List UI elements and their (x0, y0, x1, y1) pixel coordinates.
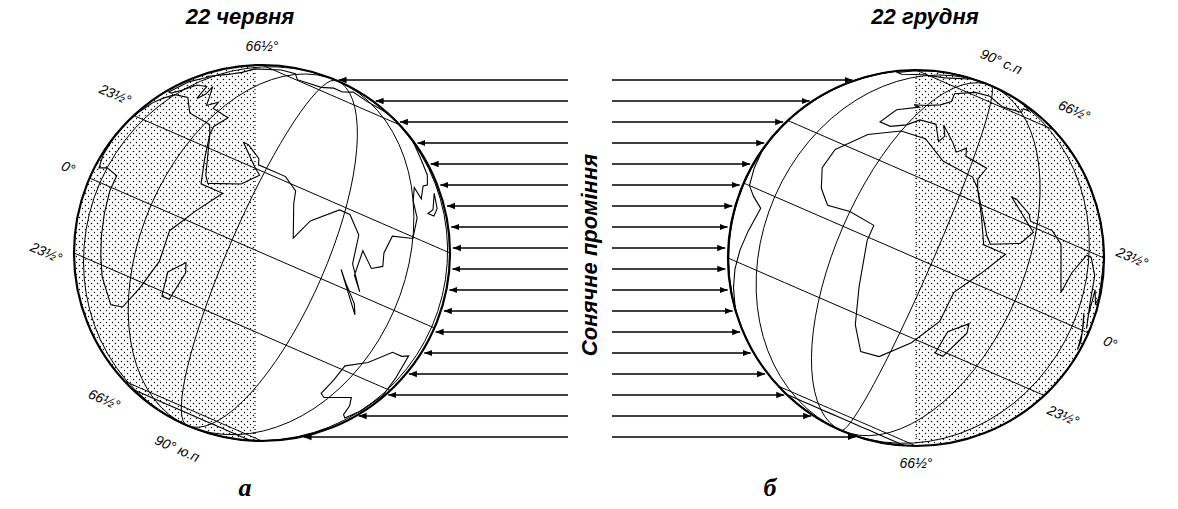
sun-ray-arrow (612, 310, 733, 312)
graticule-line (90, 178, 435, 328)
continent (428, 193, 437, 216)
globe (728, 70, 1104, 446)
sun-ray-arrow (612, 142, 764, 144)
sun-ray-arrow (436, 331, 568, 333)
sun-ray-arrow (424, 352, 568, 354)
sun-ray-arrow (612, 268, 725, 270)
graticule-line (788, 121, 1104, 258)
latitude-label: 0° (58, 159, 76, 178)
latitude-label: 66½° (900, 456, 933, 471)
sun-ray-arrow (431, 163, 568, 165)
graticule-line (125, 381, 262, 441)
latitude-label: 66½° (1056, 97, 1092, 124)
graticule-line (841, 86, 1040, 436)
globe-outline (728, 70, 1104, 446)
graticule-line (83, 67, 336, 426)
latitude-label: 90° ю.п (152, 433, 201, 466)
sun-ray-arrow (612, 352, 751, 354)
sun-ray-arrow (612, 394, 784, 396)
sun-ray-arrow (339, 79, 568, 81)
sun-ray-arrow (612, 331, 740, 333)
sun-ray-arrow (447, 205, 568, 207)
night-side (916, 70, 1104, 446)
figure-letter: а (239, 474, 252, 503)
globe (74, 65, 450, 441)
globe-disc (74, 65, 450, 441)
sun-ray-arrow (376, 100, 568, 102)
graticule-line (728, 258, 1044, 395)
sun-ray-arrow (359, 415, 568, 417)
graticule-line (74, 253, 390, 390)
graticule-line (181, 80, 337, 425)
sun-ray-arrow (612, 205, 732, 207)
latitude-label: 23½° (28, 239, 64, 266)
terminator (254, 65, 255, 441)
graticule-line (134, 116, 450, 253)
rays-label: Сонячне проміння (578, 154, 602, 356)
sun-ray-arrow (444, 310, 568, 312)
globe-outline (74, 65, 450, 441)
graticule-line (841, 86, 1089, 444)
sun-ray-arrow (453, 247, 568, 249)
sun-ray-arrow (409, 373, 568, 375)
sun-ray-arrow (417, 142, 568, 144)
sun-ray-arrow (612, 163, 750, 165)
sun-ray-arrow (451, 226, 568, 228)
latitude-label: 23½° (97, 81, 133, 108)
sun-ray-arrow (612, 436, 856, 438)
graticule-line (187, 81, 357, 428)
sun-ray-arrow (612, 289, 728, 291)
sun-ray-arrow (452, 268, 568, 270)
date-title: 22 грудня (871, 5, 978, 29)
graticule-line (262, 65, 399, 125)
graticule-line (756, 75, 991, 430)
graticule-line (811, 83, 990, 431)
sun-ray-arrow (612, 247, 725, 249)
sun-ray-arrow (612, 184, 740, 186)
sun-ray-arrow (612, 79, 853, 81)
latitude-label: 90° с.п (978, 46, 1024, 78)
sun-ray-arrow (388, 394, 568, 396)
figure-letter: б (764, 474, 777, 503)
sun-ray-arrow (612, 100, 810, 102)
date-title: 22 червня (186, 5, 295, 29)
sun-ray-arrow (612, 121, 783, 123)
latitude-label: 23½° (1114, 244, 1150, 271)
terminator (915, 70, 916, 446)
sun-ray-arrow (400, 121, 568, 123)
sun-ray-arrow (304, 436, 568, 438)
latitude-label: 23½° (1045, 402, 1081, 429)
sun-ray-arrow (612, 226, 728, 228)
latitude-label: 66½° (86, 387, 122, 414)
sun-ray-arrow (440, 184, 568, 186)
graticule-line (916, 70, 1053, 130)
sun-ray-arrow (612, 415, 811, 417)
sun-ray-arrow (449, 289, 568, 291)
latitude-label: 0° (1101, 333, 1119, 352)
continent (787, 394, 905, 445)
graticule-line (729, 70, 991, 430)
sun-ray-arrow (612, 373, 765, 375)
night-side (74, 65, 255, 441)
graticule-line (187, 81, 414, 435)
globe-disc (728, 70, 1104, 446)
latitude-label: 66½° (246, 39, 279, 54)
